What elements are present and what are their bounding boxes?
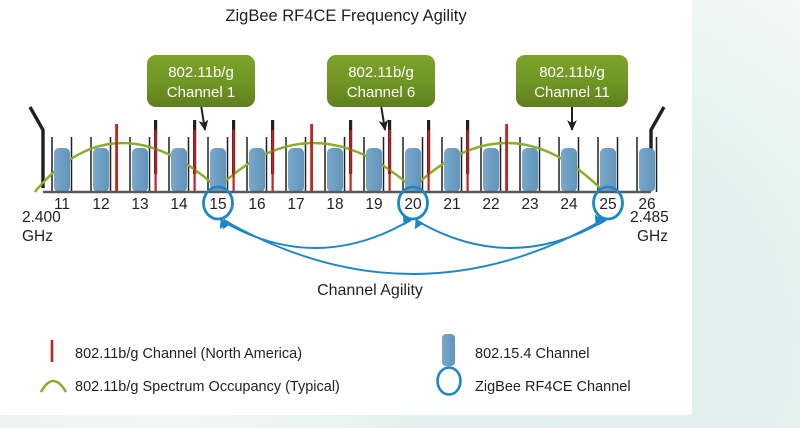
channel-label-14: 14 <box>170 196 188 213</box>
rf4ce-channel-ring-25[interactable] <box>592 185 624 221</box>
channel-label-11: 11 <box>54 196 70 213</box>
axis-break-left-icon <box>28 106 45 188</box>
channel-label-22: 22 <box>482 196 499 213</box>
callout-ch1-line2: Channel 1 <box>167 84 235 101</box>
channel-label-17: 17 <box>287 196 304 213</box>
channel-label-20: 20 <box>404 196 422 213</box>
legend-spectrum-arc-label: 802.11b/g Spectrum Occupancy (Typical) <box>75 379 340 395</box>
left-frequency-unit: GHz <box>22 228 53 245</box>
callout-ch6-line1: 802.11b/g <box>348 64 414 81</box>
zigbee-channel-bars <box>54 148 655 192</box>
channel-label-21: 21 <box>443 196 460 213</box>
blue-bar-icon <box>442 334 455 366</box>
legend-zigbee-bar-label: 802.15.4 Channel <box>475 346 590 362</box>
channel-label-26: 26 <box>638 196 655 213</box>
channel-label-25: 25 <box>599 196 616 213</box>
right-frequency-unit: GHz <box>637 228 668 245</box>
channel-label-23: 23 <box>521 196 538 213</box>
channel-number-labels: 11 12 13 14 15 16 17 18 19 20 21 22 23 24 25 26 <box>54 196 656 213</box>
page-title: ZigBee RF4CE Frequency Agility <box>225 7 467 25</box>
channel-label-13: 13 <box>131 196 148 213</box>
channel-label-19: 19 <box>365 196 382 213</box>
channel-label-15: 15 <box>209 196 226 213</box>
channel-label-12: 12 <box>92 196 109 213</box>
callout-ch1-line1: 802.11b/g <box>168 64 234 81</box>
channel-agility-arrows <box>219 214 607 275</box>
callout-ch11-line1: 802.11b/g <box>539 64 605 81</box>
green-arc-icon <box>39 379 68 393</box>
legend-rf4ce-circle-label: ZigBee RF4CE Channel <box>475 379 631 395</box>
right-frequency-label: 2.485 GHz <box>630 209 669 245</box>
agility-arrow-15-25 <box>222 214 604 275</box>
callout-ch11-line2: Channel 11 <box>534 84 610 101</box>
channel-agility-label: Channel Agility <box>317 282 423 299</box>
right-frequency-value: 2.485 <box>630 209 669 226</box>
left-frequency-value: 2.400 <box>22 209 61 226</box>
wifi-channel-lines <box>115 124 509 192</box>
channel-label-24: 24 <box>560 196 578 213</box>
channel-label-18: 18 <box>326 196 343 213</box>
callout-ch6-line2: Channel 6 <box>347 84 415 101</box>
legend: 802.11b/g Channel (North America) 802.11… <box>39 334 631 396</box>
channel-label-16: 16 <box>248 196 265 213</box>
legend-wifi-channel-label: 802.11b/g Channel (North America) <box>75 346 302 362</box>
rf4ce-channel-ring-15[interactable] <box>202 185 234 221</box>
blue-circle-icon <box>436 366 462 396</box>
left-frequency-label: 2.400 GHz <box>22 209 61 245</box>
spectrum-occupancy-arcs <box>33 141 605 193</box>
